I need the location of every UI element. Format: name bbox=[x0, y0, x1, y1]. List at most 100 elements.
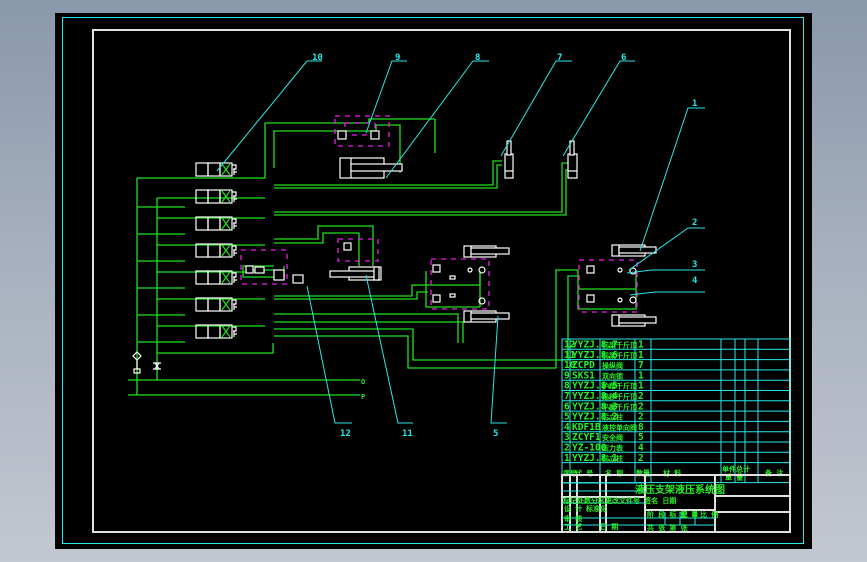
part-name: 操纵阀 bbox=[602, 361, 623, 370]
leader-number: 3 bbox=[692, 260, 697, 270]
part-number: 8 bbox=[564, 381, 570, 392]
leader-4: 4 bbox=[629, 276, 705, 296]
scale-label: 比 例 bbox=[700, 510, 718, 519]
valve-boundary-6 bbox=[430, 258, 490, 310]
pressure-gauge bbox=[132, 351, 161, 374]
leader-5: 5 bbox=[490, 315, 507, 439]
directional-valve bbox=[195, 216, 237, 231]
part-code: YZ-100 bbox=[572, 443, 607, 454]
lock-boundary-12 bbox=[240, 249, 288, 285]
part-number: 4 bbox=[564, 422, 570, 433]
part-code: KDF1B bbox=[572, 422, 601, 433]
revision-row-label: 标记处数分区更改文件号 签名 日期 bbox=[562, 496, 676, 505]
leader-number: 7 bbox=[557, 53, 562, 63]
cylinder-8 bbox=[567, 140, 578, 179]
stage-label: 阶 段 标 记 bbox=[647, 510, 688, 519]
header-weight: 重 量 bbox=[725, 473, 743, 482]
pressure-line-label: P bbox=[361, 393, 365, 401]
leader-number: 9 bbox=[395, 53, 400, 63]
part-name: 护帮千斤顶 bbox=[602, 382, 637, 391]
part-number: 3 bbox=[564, 432, 570, 443]
directional-valve bbox=[195, 162, 237, 177]
design-label: 设 计 bbox=[564, 504, 582, 513]
part-number: 2 bbox=[564, 443, 570, 454]
parts-table-header: 序号代 号名 称数量材 料单件总计重 量备 注 bbox=[562, 465, 783, 482]
part-number: 11 bbox=[564, 350, 576, 361]
leader-6: 6 bbox=[562, 53, 635, 157]
valve-boundaries bbox=[240, 115, 638, 313]
leader-number: 6 bbox=[621, 53, 626, 63]
part-number: 7 bbox=[564, 391, 570, 402]
part-name: 液控单向阀 bbox=[602, 423, 637, 432]
header-material: 材 料 bbox=[662, 469, 681, 478]
part-number: 1 bbox=[564, 453, 570, 464]
cylinder-7 bbox=[504, 140, 514, 179]
part-name: 平衡千斤顶 bbox=[602, 402, 637, 411]
leader-10: 10 bbox=[216, 53, 323, 172]
part-name: 前立柱 bbox=[602, 454, 623, 463]
part-number: 12 bbox=[564, 340, 575, 351]
header-name: 名 称 bbox=[605, 469, 623, 478]
leader-number: 11 bbox=[402, 429, 413, 439]
part-name: 后立柱 bbox=[602, 413, 623, 422]
part-quantity: 2 bbox=[638, 453, 644, 464]
part-number: 9 bbox=[564, 370, 570, 381]
header-no: 序号 bbox=[562, 469, 577, 478]
valve-taps bbox=[137, 168, 274, 354]
part-quantity: 1 bbox=[638, 370, 644, 381]
leader-number: 4 bbox=[692, 276, 698, 286]
part-code: ZCPD bbox=[572, 360, 595, 371]
lock-12 bbox=[245, 265, 304, 284]
pipe-network bbox=[128, 118, 637, 396]
leader-2: 2 bbox=[628, 218, 705, 271]
directional-valve bbox=[195, 270, 237, 285]
part-number: 10 bbox=[564, 360, 576, 371]
part-name: 前梁千斤顶 bbox=[602, 351, 637, 360]
return-line-label: O bbox=[361, 378, 365, 386]
part-name: 双向锁 bbox=[602, 371, 623, 380]
part-quantity: 1 bbox=[638, 350, 644, 361]
header-qty: 数量 bbox=[636, 469, 650, 478]
part-code: YYZJ.8.7 bbox=[572, 340, 618, 351]
cylinder-group-5-6 bbox=[432, 245, 510, 323]
leader-11: 11 bbox=[365, 274, 413, 439]
leader-9: 9 bbox=[365, 53, 407, 134]
part-code: ZCYF1 bbox=[572, 432, 601, 443]
title-block: 液压支架液压系统图标记处数分区更改文件号 签名 日期设 计标准化阶 段 标 记重… bbox=[561, 474, 791, 533]
leader-number: 12 bbox=[340, 429, 351, 439]
leader-7: 7 bbox=[500, 53, 572, 157]
weight-label: 重 量 bbox=[680, 510, 698, 519]
part-name: 安全阀 bbox=[602, 433, 623, 442]
cylinder-11 bbox=[329, 242, 382, 281]
part-name: 压力表 bbox=[602, 444, 624, 453]
part-code: YYZJ.8.1 bbox=[572, 453, 618, 464]
leader-12: 12 bbox=[306, 285, 352, 439]
drawing-title: 液压支架液压系统图 bbox=[635, 483, 725, 496]
part-quantity: 1 bbox=[638, 381, 644, 392]
part-quantity: 2 bbox=[638, 401, 644, 412]
craft-label: 工 艺 bbox=[564, 522, 582, 531]
directional-valve bbox=[195, 297, 237, 312]
header-remark: 备 注 bbox=[764, 469, 783, 478]
leader-number: 5 bbox=[493, 429, 498, 439]
valve-boundary-1 bbox=[578, 259, 638, 313]
part-quantity: 7 bbox=[638, 360, 644, 371]
leader-number: 10 bbox=[312, 53, 323, 63]
part-code: YYZJ.8.3 bbox=[572, 401, 618, 412]
review-label: 审 核 bbox=[564, 514, 582, 523]
header-total-weight: 总计 bbox=[736, 465, 750, 474]
leader-3: 3 bbox=[626, 260, 705, 274]
